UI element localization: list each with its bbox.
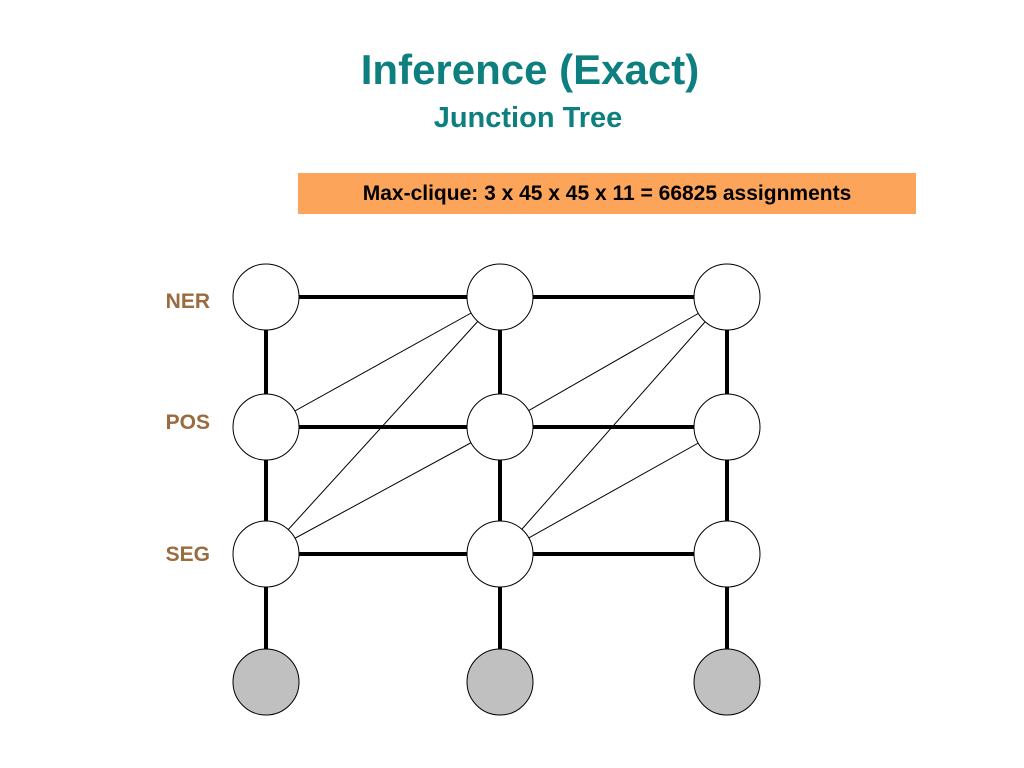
node-ner-2 bbox=[466, 263, 534, 331]
fill-edge bbox=[265, 296, 501, 555]
node-observed-2 bbox=[466, 648, 534, 716]
node-seg-1 bbox=[232, 520, 300, 588]
node-seg-2 bbox=[466, 520, 534, 588]
node-ner-1 bbox=[232, 263, 300, 331]
page-subtitle: Junction Tree bbox=[433, 102, 623, 134]
node-pos-1 bbox=[232, 393, 300, 461]
page-title: Inference (Exact) bbox=[360, 46, 700, 93]
node-pos-2 bbox=[466, 393, 534, 461]
node-pos-3 bbox=[693, 393, 761, 461]
observed-nodes bbox=[232, 648, 761, 716]
node-observed-3 bbox=[693, 648, 761, 716]
vertical-edges bbox=[264, 297, 729, 682]
node-seg-3 bbox=[693, 520, 761, 588]
row-label-ner: NER bbox=[165, 290, 210, 313]
hidden-nodes bbox=[232, 263, 761, 588]
node-ner-3 bbox=[693, 263, 761, 331]
fill-edge bbox=[499, 296, 728, 428]
max-clique-callout: Max-clique: 3 x 45 x 45 x 11 = 66825 ass… bbox=[298, 173, 916, 214]
fill-edge bbox=[499, 296, 728, 555]
node-observed-1 bbox=[232, 648, 300, 716]
row-label-seg: SEG bbox=[165, 543, 210, 566]
row-label-pos: POS bbox=[165, 411, 210, 434]
fill-edge bbox=[265, 426, 501, 555]
fill-edge bbox=[265, 296, 501, 428]
triangulation-edges bbox=[265, 296, 728, 555]
fill-edge bbox=[499, 426, 728, 555]
